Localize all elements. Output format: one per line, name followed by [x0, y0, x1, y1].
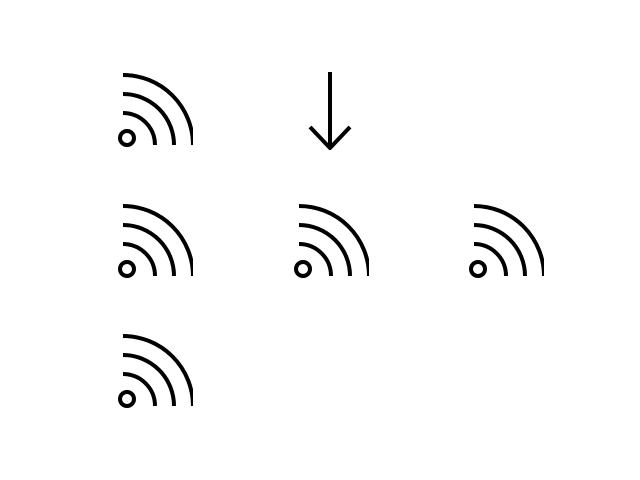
rss-feed-icon — [113, 201, 193, 281]
rss-feed-icon — [113, 331, 193, 411]
arrow-down-icon — [290, 70, 370, 150]
rss-feed-icon — [464, 201, 544, 281]
rss-feed-icon — [113, 70, 193, 150]
rss-feed-icon — [289, 201, 369, 281]
